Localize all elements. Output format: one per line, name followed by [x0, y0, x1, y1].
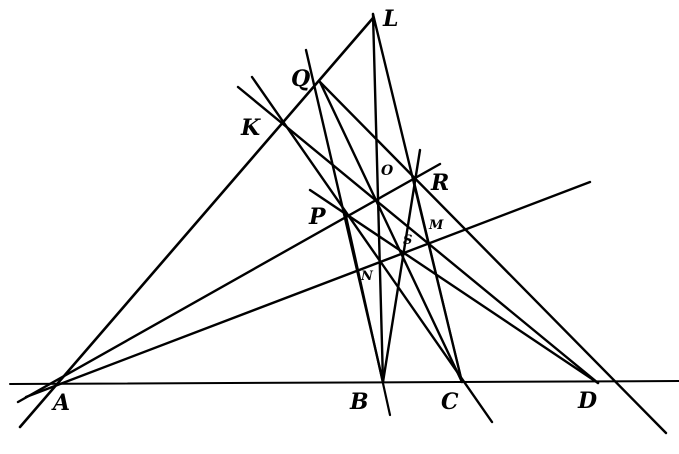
label-S: S	[403, 233, 413, 248]
label-P: P	[309, 204, 326, 230]
line-PD	[308, 188, 600, 385]
label-M: M	[429, 218, 444, 233]
line-AR	[16, 162, 442, 404]
line-QC	[318, 80, 464, 384]
label-Q: Q	[291, 66, 311, 92]
label-D: D	[578, 388, 598, 414]
line-KC	[250, 75, 494, 424]
label-A: A	[53, 390, 71, 416]
label-C: C	[441, 389, 459, 415]
label-R: R	[431, 170, 450, 196]
line-ABCD	[9, 380, 679, 385]
line-RC	[412, 176, 463, 383]
line-PB	[344, 214, 392, 417]
label-L: L	[383, 6, 399, 32]
line-LB	[371, 12, 385, 384]
label-K: K	[241, 115, 261, 141]
label-B: B	[350, 389, 369, 415]
line-RB	[381, 148, 422, 384]
label-O: O	[381, 163, 394, 179]
line-AS	[24, 180, 592, 399]
label-N: N	[361, 269, 373, 284]
line-QD	[318, 80, 668, 435]
line-KD	[236, 85, 600, 385]
